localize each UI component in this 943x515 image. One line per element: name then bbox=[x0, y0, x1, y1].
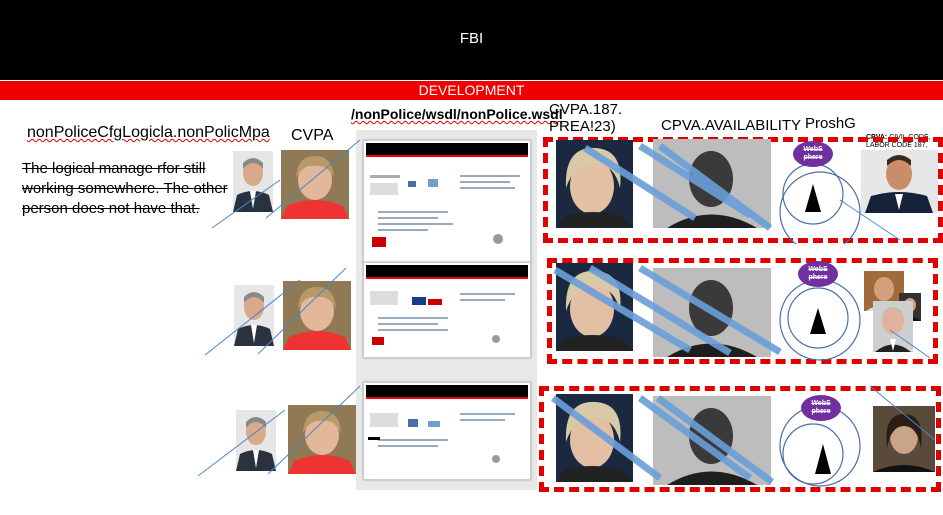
bw-man-photo-2 bbox=[653, 268, 771, 357]
screenshot-thumbnail-2 bbox=[363, 262, 531, 358]
wsdl-heading: /nonPolice/wsdl/nonPolice.wsdl bbox=[351, 106, 563, 122]
man-photo-2 bbox=[234, 285, 274, 346]
websphere-label-3: WebS phere bbox=[811, 400, 831, 415]
bw-man-photo-1 bbox=[653, 139, 771, 228]
cfg-heading: nonPoliceCfgLogicla.nonPolicMpa bbox=[27, 124, 270, 141]
woman-photo-1 bbox=[281, 150, 349, 219]
websphere-label-1: WebS phere bbox=[803, 146, 823, 161]
older-woman-photo-2 bbox=[556, 263, 633, 351]
dashed-frame-2 bbox=[547, 258, 938, 364]
dashed-frame-3 bbox=[539, 386, 941, 492]
struck-note: The logical manage rfor still working so… bbox=[22, 160, 228, 217]
availability-heading: CPVA.AVAILABILITY bbox=[661, 117, 802, 134]
websphere-diagram-3 bbox=[779, 395, 861, 487]
screenshot-thumbnail-3 bbox=[363, 382, 531, 480]
older-woman-photo-3 bbox=[556, 394, 633, 482]
development-banner: DEVELOPMENT bbox=[0, 81, 943, 100]
woman-photo-3 bbox=[288, 405, 356, 474]
suit-man-photo bbox=[861, 150, 938, 213]
woman-photo-2 bbox=[283, 281, 351, 350]
cvpa187-heading: CVPA.187. PREA!23) bbox=[549, 101, 623, 135]
title-bar bbox=[0, 0, 943, 80]
prosh-heading: ProshG bbox=[805, 115, 856, 132]
bw-man-photo-3 bbox=[653, 396, 771, 485]
man-photo-1 bbox=[233, 151, 273, 212]
screenshot-thumbnail-1 bbox=[363, 140, 531, 264]
cvpa-heading: CVPA bbox=[291, 127, 334, 144]
man-photo-3 bbox=[236, 410, 276, 471]
long-hair-man-photo bbox=[873, 406, 935, 472]
small-portrait-photo-3 bbox=[873, 301, 913, 352]
older-woman-photo-1 bbox=[556, 140, 633, 228]
websphere-label-2: WebS phere bbox=[808, 266, 828, 281]
page-title: FBI bbox=[459, 30, 484, 47]
